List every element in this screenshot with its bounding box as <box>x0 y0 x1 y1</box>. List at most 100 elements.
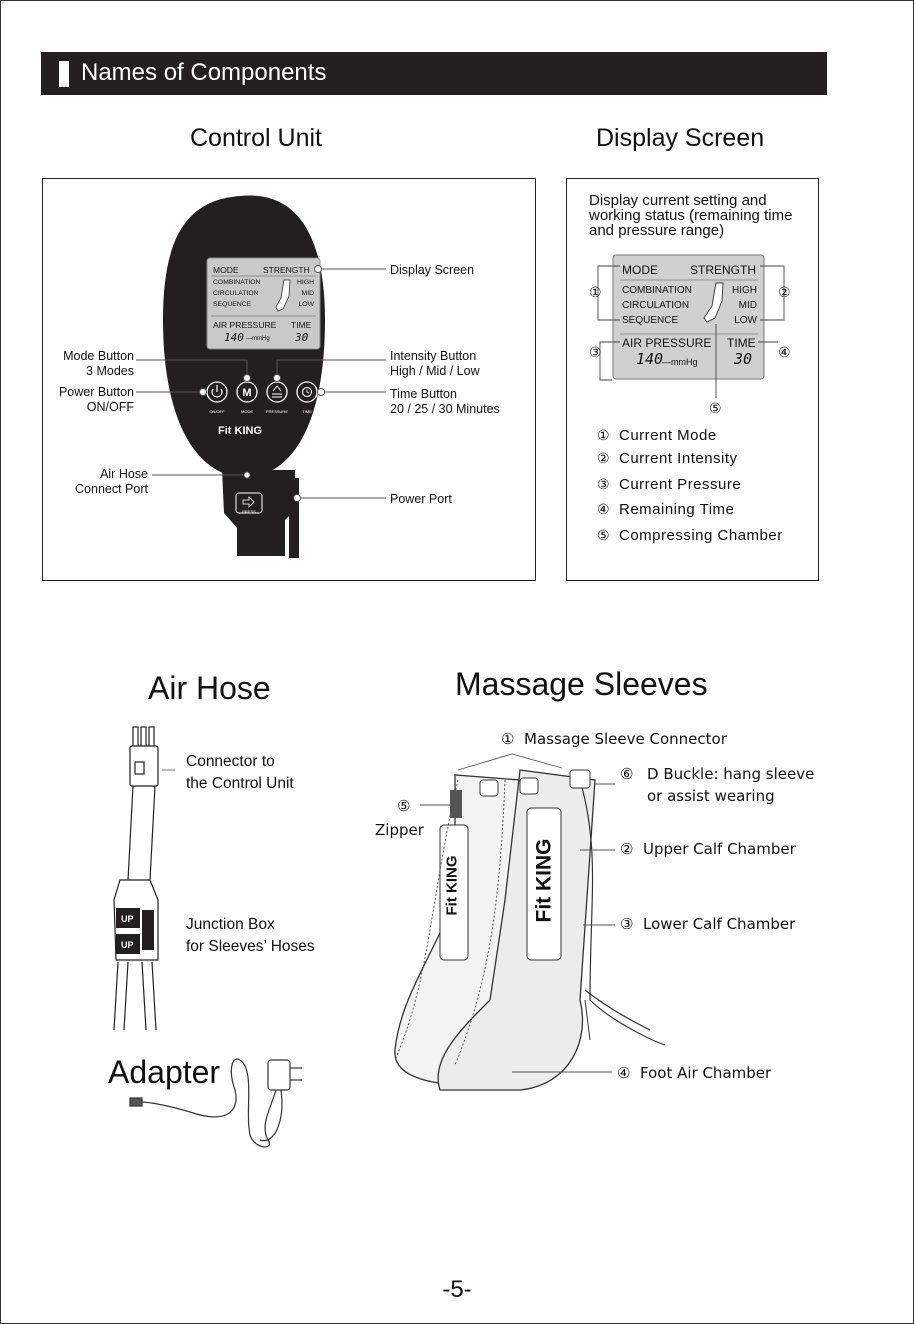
ds-time-value: 30 <box>734 350 753 368</box>
junction-label-line1: Junction Box <box>186 916 275 933</box>
ds-mode-circulation: CIRCULATION <box>622 300 690 311</box>
callout-mode: Mode Button 3 Modes <box>40 349 134 379</box>
sleeve-connector-label: ① Massage Sleeve Connector <box>501 728 727 750</box>
ds-level-low: LOW <box>734 315 757 326</box>
massage-sleeves-heading: Massage Sleeves <box>455 666 708 702</box>
mode-icon: M <box>242 387 251 399</box>
screen-time-value: 30 <box>295 331 309 344</box>
marker-3: ③ <box>589 344 602 360</box>
ds-mode-sequence: SEQUENCE <box>622 315 679 326</box>
right-brand-strip <box>526 807 562 961</box>
leg-icon <box>275 279 291 312</box>
marker-2: ② <box>778 284 791 300</box>
banner-marker <box>59 61 69 87</box>
junction-box <box>113 879 159 961</box>
left-sleeve-brand: Fit KING <box>443 855 461 916</box>
callout-mode-line1: Mode Button <box>63 349 134 363</box>
screen-level-list: HIGH MID LOW <box>284 277 314 310</box>
adapter-drawing <box>129 1058 302 1148</box>
screen-mode-combination: COMBINATION <box>213 279 261 286</box>
connector-label-line2: the Control Unit <box>186 775 294 792</box>
marker-1: ① <box>589 284 602 300</box>
mode-button[interactable]: M <box>236 381 258 403</box>
control-callout-lines <box>136 265 386 502</box>
ds-unit: —mmHg <box>662 357 698 367</box>
connector-label-line1: Connector to <box>186 753 275 770</box>
control-unit-screen <box>206 257 321 350</box>
screen-pressure-value: 140 <box>224 331 244 344</box>
legend-text-3: Current Pressure <box>619 476 742 493</box>
ds-level-list: HIGH MID LOW <box>718 283 757 328</box>
callout-power-line2: ON/OFF <box>86 400 134 414</box>
ds-level-high: HIGH <box>732 285 757 296</box>
display-marker-lines <box>597 265 785 398</box>
caption-power: ON/OFF <box>209 409 225 414</box>
air-hose-drawing <box>113 726 159 1031</box>
enlarged-leg-icon <box>703 282 724 323</box>
pressure-icon <box>272 385 282 398</box>
control-unit-brand: Fit KING <box>218 425 262 437</box>
marker-5: ⑤ <box>709 400 722 416</box>
callout-power-line1: Power Button <box>58 385 134 399</box>
ds-level-mid: MID <box>738 300 757 311</box>
upper-calf-num: ② <box>620 840 634 858</box>
connector-label: Connector to the Control Unit <box>186 751 294 795</box>
junction-label: Junction Box for Sleeves’ Hoses <box>186 914 315 958</box>
screen-time-label: TIME <box>291 320 312 330</box>
left-zipper <box>394 779 459 1061</box>
callout-air-hose-line1: Air Hose <box>100 467 148 481</box>
legend-num-4: ④ <box>597 501 611 517</box>
screen-mode-list: COMBINATION CIRCULATION SEQUENCE <box>213 277 260 310</box>
upper-calf-text: Upper Calf Chamber <box>643 840 796 858</box>
ds-pressure-value: 140 <box>636 350 664 368</box>
ds-air-pressure-label: AIR PRESSURE <box>622 336 712 350</box>
power-button[interactable] <box>206 381 228 403</box>
d-buckle-num: ⑥ <box>620 765 634 783</box>
callout-mode-line2: 3 Modes <box>86 364 134 378</box>
ds-mode-list: COMBINATION CIRCULATION SEQUENCE <box>622 283 692 328</box>
screen-unit: —mmHg <box>246 336 270 342</box>
legend-text-5: Compressing Chamber <box>619 527 783 544</box>
screen-level-high: HIGH <box>297 279 314 286</box>
foot-chamber-label: ④ Foot Air Chamber <box>617 1062 771 1084</box>
port-caption: PRESS <box>242 509 256 514</box>
callout-air-hose-line2: Connect Port <box>75 482 148 496</box>
screen-mode-sequence: SEQUENCE <box>213 301 252 308</box>
screen-mode-label: MODE <box>213 265 239 275</box>
legend-num-1: ① <box>597 427 611 443</box>
section-banner: Names of Components <box>41 52 827 95</box>
callout-intensity-line1: Intensity Button <box>390 349 477 363</box>
callout-power-port: Power Port <box>390 492 452 506</box>
hose-release-button[interactable] <box>235 492 263 514</box>
right-zipper <box>454 779 506 1066</box>
callout-display-screen: Display Screen <box>390 263 475 277</box>
left-brand-strip <box>439 824 469 961</box>
power-cable <box>289 478 299 558</box>
ds-mode-combination: COMBINATION <box>622 285 692 296</box>
screen-level-low: LOW <box>298 301 314 308</box>
ds-mode-label: MODE <box>622 263 658 277</box>
ds-unit-text: mmHg <box>671 357 698 367</box>
section-title: Names of Components <box>81 59 327 86</box>
adapter-heading: Adapter <box>108 1054 221 1090</box>
callout-time: Time Button 20 / 25 / 30 Minutes <box>390 387 500 417</box>
ds-strength-label: STRENGTH <box>690 263 756 277</box>
display-intro: Display current setting and working stat… <box>589 192 793 239</box>
zipper-label: Zipper <box>375 821 424 839</box>
display-screen-heading: Display Screen <box>596 124 765 152</box>
page-number: -5- <box>442 1276 472 1303</box>
power-icon <box>211 388 223 398</box>
d-buckle-label: D Buckle: hang sleeve or assist wearing <box>647 763 814 807</box>
d-buckle-line1: D Buckle: hang sleeve <box>647 765 815 783</box>
foot-chamber-text: Foot Air Chamber <box>640 1064 772 1082</box>
junction-label-line2: for Sleeves’ Hoses <box>186 938 315 955</box>
screen-unit-text: mmHg <box>252 336 270 342</box>
callout-power: Power Button ON/OFF <box>40 385 134 415</box>
air-hose-heading: Air Hose <box>148 670 271 706</box>
